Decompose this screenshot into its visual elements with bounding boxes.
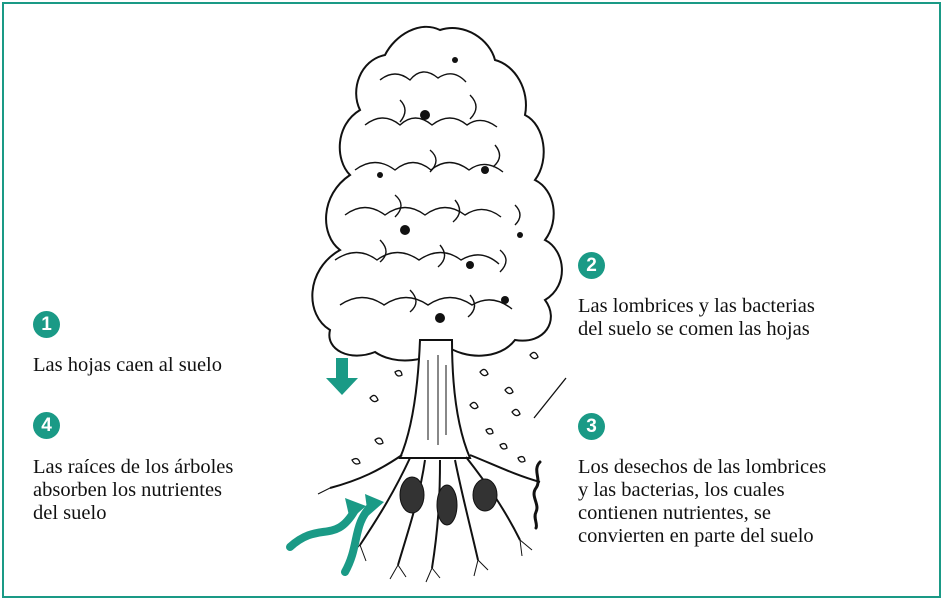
step-3-line: Los desechos de las lombrices — [578, 456, 827, 478]
worm-icon — [532, 460, 542, 530]
tree-trunk — [398, 339, 472, 459]
step-2-text: Las lombrices y las bacterias del suelo … — [578, 295, 815, 341]
falling-leaves — [351, 351, 539, 465]
step-2-line: del suelo se comen las hojas — [578, 318, 810, 340]
crown-texture — [334, 71, 521, 318]
step-4-line: del suelo — [33, 502, 107, 524]
step-4-badge: 4 — [33, 412, 60, 439]
soil-clumps — [399, 476, 498, 526]
step-2-badge: 2 — [578, 252, 605, 279]
curved-arrow-icon — [286, 501, 376, 576]
step-3-line: contienen nutrientes, se — [578, 502, 771, 524]
step-3-line: convierten en parte del suelo — [578, 525, 814, 547]
step-3-badge: 3 — [578, 413, 605, 440]
step-4-line: absorben los nutrientes — [33, 479, 223, 501]
pointer-line — [533, 377, 567, 419]
step-2-line: Las lombrices y las bacterias — [578, 295, 815, 317]
step-4-line: Las raíces de los árboles — [33, 456, 234, 478]
down-arrow-icon — [326, 358, 358, 395]
step-3-line: y las bacterias, los cuales — [578, 479, 785, 501]
step-4-text: Las raíces de los árboles absorben los n… — [33, 456, 233, 525]
tree-roots — [329, 454, 541, 569]
step-1-badge: 1 — [33, 311, 60, 338]
step-1-line: Las hojas caen al suelo — [33, 354, 222, 376]
step-1-text: Las hojas caen al suelo — [33, 354, 222, 377]
crown-dark-spots — [377, 57, 523, 323]
step-3-text: Los desechos de las lombrices y las bact… — [578, 456, 826, 548]
